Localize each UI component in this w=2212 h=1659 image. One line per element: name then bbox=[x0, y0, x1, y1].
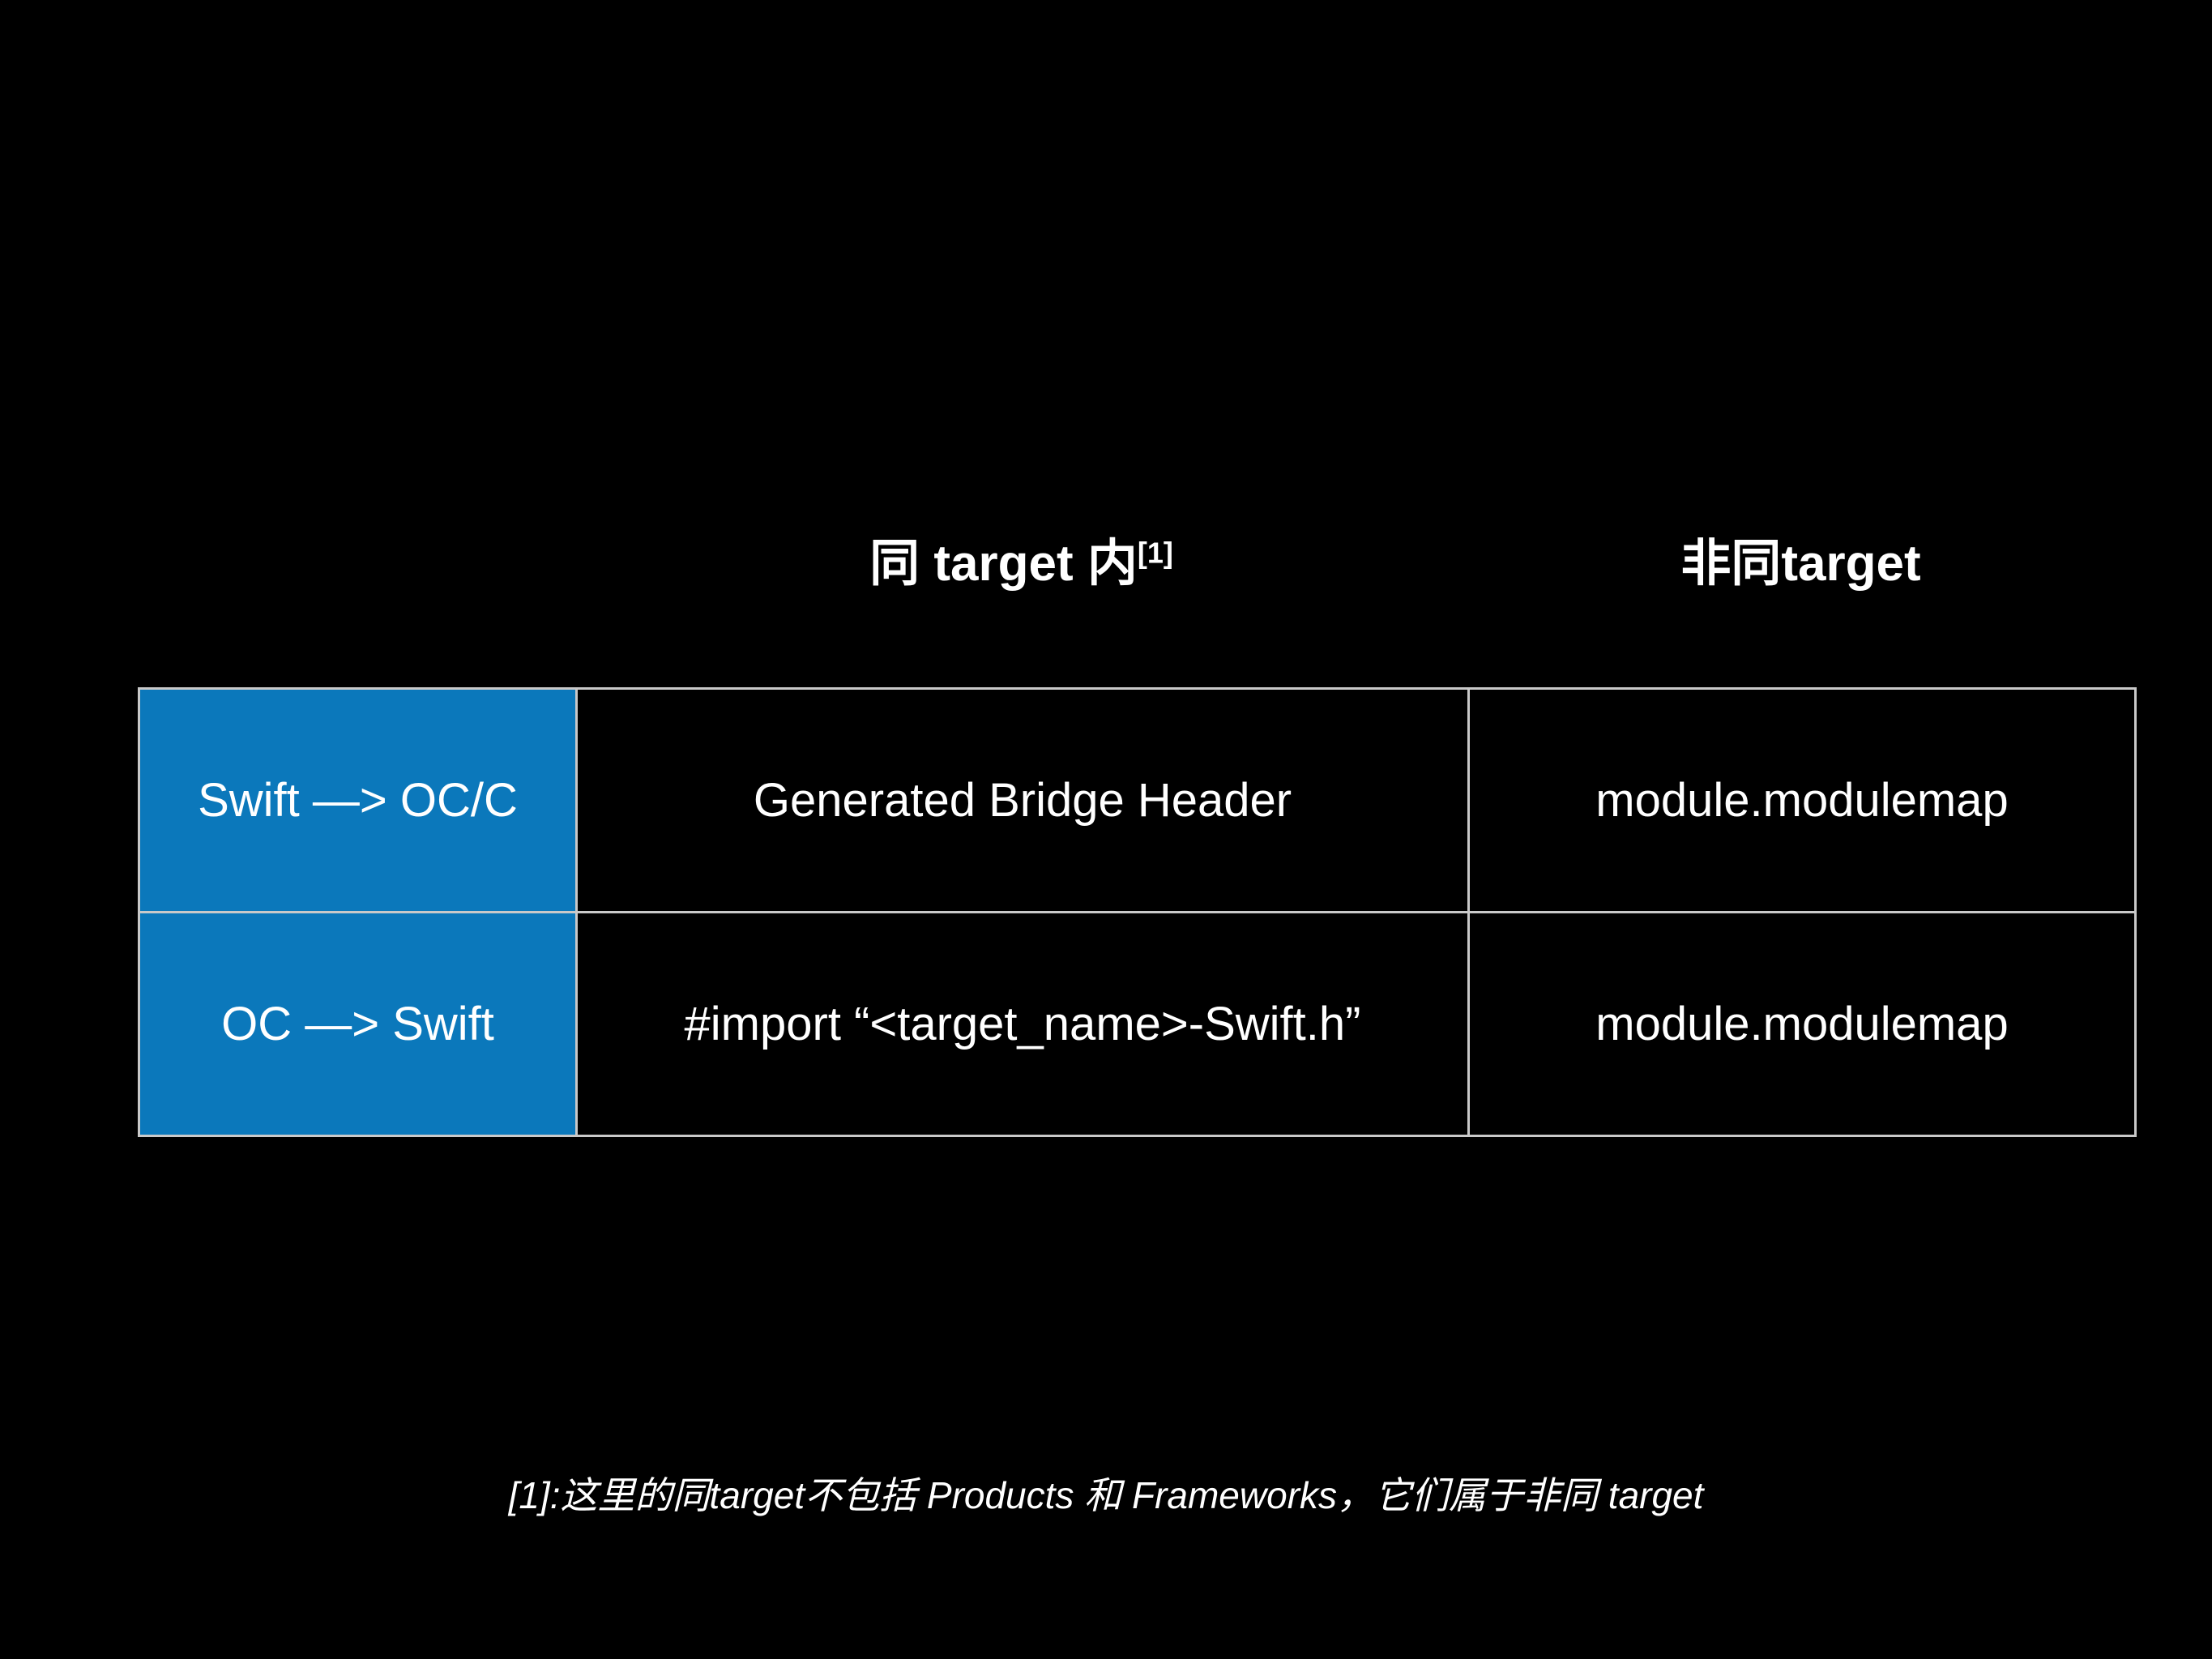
cell-oc-to-swift-same-target: #import “<target_name>-Swift.h” bbox=[575, 911, 1470, 1137]
column-header-spacer bbox=[138, 533, 575, 595]
table-row-swift-to-oc: Swift —> OC/C Generated Bridge Header mo… bbox=[138, 687, 2137, 913]
column-header-cross-target: 非同target bbox=[1467, 533, 2134, 595]
column-header-same-target: 同 target 内[1] bbox=[575, 533, 1467, 595]
cell-swift-to-oc-cross-target: module.modulemap bbox=[1467, 687, 2137, 913]
row-header-swift-to-oc: Swift —> OC/C bbox=[138, 687, 578, 913]
cell-oc-to-swift-cross-target: module.modulemap bbox=[1467, 911, 2137, 1137]
row-header-oc-to-swift: OC —> Swift bbox=[138, 911, 578, 1137]
table-row-oc-to-swift: OC —> Swift #import “<target_name>-Swift… bbox=[138, 911, 2137, 1137]
column-headers: 同 target 内[1] 非同target bbox=[138, 533, 2134, 595]
column-header-same-target-label: 同 target 内 bbox=[869, 536, 1138, 592]
footnote: [1]:这里的同target不包括 Products 和 Frameworks，… bbox=[508, 1474, 1704, 1516]
footnote-reference-marker: [1] bbox=[1137, 536, 1173, 570]
column-header-cross-target-label: 非同target bbox=[1680, 536, 1921, 592]
interop-table: Swift —> OC/C Generated Bridge Header mo… bbox=[138, 687, 2137, 1137]
cell-swift-to-oc-same-target: Generated Bridge Header bbox=[575, 687, 1470, 913]
